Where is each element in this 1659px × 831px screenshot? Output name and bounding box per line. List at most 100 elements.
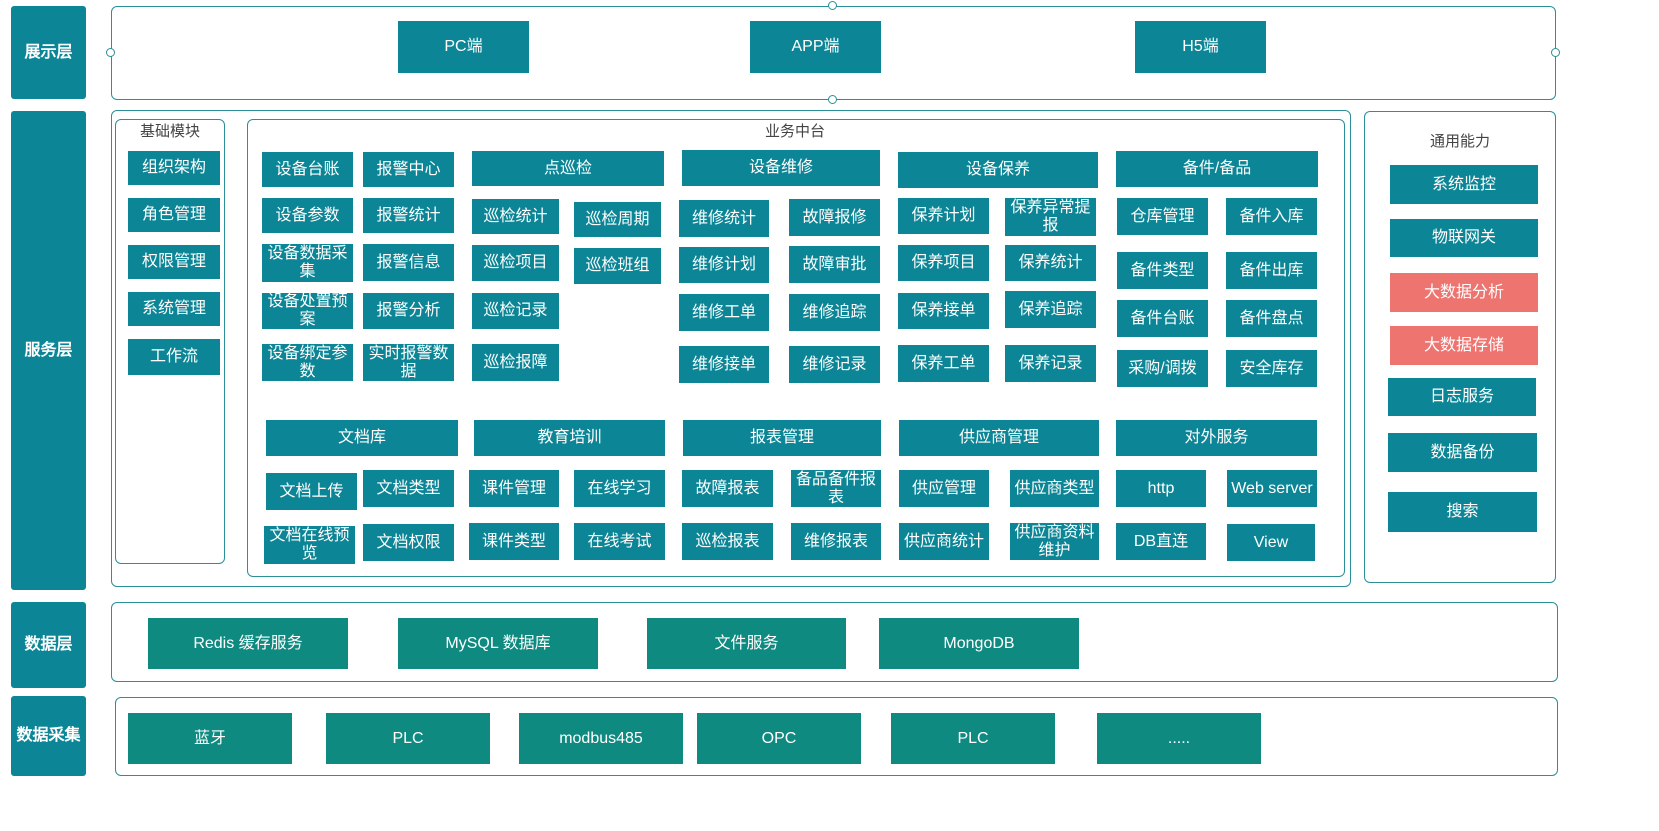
connector-handle-right[interactable] — [1551, 48, 1560, 57]
base-module-title: 基础模块 — [139, 123, 200, 140]
training-item: 课件管理 — [469, 470, 559, 507]
repair-item: 维修记录 — [789, 346, 880, 383]
connector-handle-left[interactable] — [106, 48, 115, 57]
spare-item: 采购/调拨 — [1117, 350, 1208, 387]
layer-label-collection: 数据采集 — [11, 696, 86, 776]
data-store: MySQL 数据库 — [398, 618, 598, 669]
docs-header: 文档库 — [266, 420, 458, 456]
spare-item: 备件盘点 — [1226, 300, 1317, 337]
inspection-item: 巡检项目 — [472, 245, 559, 281]
maintenance-item: 保养异常提报 — [1005, 198, 1096, 236]
inspection-item: 巡检周期 — [574, 202, 661, 237]
repair-item: 维修接单 — [679, 346, 769, 383]
common-item: 数据备份 — [1388, 433, 1537, 472]
training-item: 在线学习 — [574, 470, 665, 507]
docs-item: 文档上传 — [266, 473, 357, 510]
collection-source: 蓝牙 — [128, 713, 292, 764]
spare-item: 备件类型 — [1117, 252, 1208, 289]
external-header: 对外服务 — [1116, 420, 1317, 456]
base-item: 角色管理 — [128, 198, 220, 232]
supplier-item: 供应管理 — [899, 470, 989, 507]
maintenance-item: 保养工单 — [898, 345, 989, 382]
device-item: 设备参数 — [262, 198, 353, 233]
business-platform-title: 业务中台 — [764, 123, 825, 140]
maintenance-item: 保养计划 — [898, 198, 989, 234]
spare-item: 仓库管理 — [1117, 198, 1208, 235]
training-item: 在线考试 — [574, 523, 665, 560]
base-item: 组织架构 — [128, 151, 220, 185]
data-store: 文件服务 — [647, 618, 846, 669]
presentation-app: APP端 — [750, 21, 881, 73]
alarm-item: 报警分析 — [363, 293, 454, 329]
device-item: 设备处置预案 — [262, 293, 353, 329]
training-header: 教育培训 — [474, 420, 665, 456]
collection-source: PLC — [891, 713, 1055, 764]
common-capabilities-title: 通用能力 — [1429, 133, 1490, 150]
maintenance-item: 保养项目 — [898, 245, 989, 281]
inspection-item: 巡检记录 — [472, 293, 559, 329]
maintenance-item: 保养追踪 — [1005, 291, 1096, 328]
data-store: MongoDB — [879, 618, 1079, 669]
common-item: 物联网关 — [1390, 219, 1538, 257]
alarm-item: 报警信息 — [363, 244, 454, 281]
presentation-pc: PC端 — [398, 21, 529, 73]
repair-item: 维修计划 — [679, 247, 769, 283]
common-item-highlight: 大数据分析 — [1390, 273, 1538, 312]
repair-item: 故障报修 — [789, 199, 880, 236]
supplier-item: 供应商资料维护 — [1010, 523, 1099, 560]
maintenance-item: 保养统计 — [1005, 245, 1096, 281]
alarm-item: 实时报警数据 — [363, 344, 454, 381]
repair-item: 维修追踪 — [789, 294, 880, 331]
common-item: 日志服务 — [1388, 378, 1536, 416]
collection-source: PLC — [326, 713, 490, 764]
common-item: 搜索 — [1388, 492, 1537, 532]
repair-header: 设备维修 — [682, 150, 880, 186]
docs-item: 文档在线预览 — [264, 526, 355, 564]
base-item: 工作流 — [128, 339, 220, 375]
base-item: 系统管理 — [128, 292, 220, 326]
docs-item: 文档类型 — [363, 470, 454, 507]
presentation-h5: H5端 — [1135, 21, 1266, 73]
common-item-highlight: 大数据存储 — [1390, 326, 1538, 365]
layer-label-presentation: 展示层 — [11, 6, 86, 99]
maintenance-item: 保养记录 — [1005, 345, 1096, 382]
supplier-item: 供应商类型 — [1010, 470, 1099, 507]
alarm-item: 报警统计 — [363, 198, 454, 233]
device-item: 设备台账 — [262, 152, 353, 187]
maintenance-item: 保养接单 — [898, 293, 989, 329]
common-item: 系统监控 — [1390, 165, 1538, 204]
layer-label-service: 服务层 — [11, 111, 86, 590]
supplier-item: 供应商统计 — [899, 523, 989, 560]
spare-item: 备件台账 — [1117, 300, 1208, 337]
spare-item: 安全库存 — [1226, 350, 1317, 387]
layer-label-data: 数据层 — [11, 602, 86, 688]
inspection-item: 巡检班组 — [574, 248, 661, 284]
collection-source: ..... — [1097, 713, 1261, 764]
spare-item: 备件入库 — [1226, 198, 1317, 235]
repair-item: 维修统计 — [679, 200, 769, 237]
repair-item: 维修工单 — [679, 294, 769, 331]
docs-item: 文档权限 — [363, 524, 454, 561]
inspection-header: 点巡检 — [472, 151, 664, 186]
spare-header: 备件/备品 — [1116, 151, 1318, 187]
external-item: View — [1227, 524, 1315, 561]
repair-item: 故障审批 — [789, 246, 880, 283]
reports-item: 维修报表 — [791, 523, 881, 560]
collection-source: OPC — [697, 713, 861, 764]
collection-source: modbus485 — [519, 713, 683, 764]
external-item: DB直连 — [1116, 523, 1206, 560]
spare-item: 备件出库 — [1226, 252, 1317, 289]
connector-handle-top[interactable] — [828, 1, 837, 10]
reports-item: 巡检报表 — [682, 523, 773, 560]
device-item: 设备绑定参数 — [262, 344, 353, 381]
reports-item: 备品备件报表 — [791, 470, 881, 507]
training-item: 课件类型 — [469, 523, 559, 560]
base-item: 权限管理 — [128, 245, 220, 279]
inspection-item: 巡检报障 — [472, 344, 559, 381]
supplier-header: 供应商管理 — [899, 420, 1099, 456]
data-store: Redis 缓存服务 — [148, 618, 348, 669]
reports-item: 故障报表 — [682, 470, 773, 507]
inspection-item: 巡检统计 — [472, 199, 559, 234]
device-item: 设备数据采集 — [262, 244, 353, 282]
connector-handle-bottom[interactable] — [828, 95, 837, 104]
